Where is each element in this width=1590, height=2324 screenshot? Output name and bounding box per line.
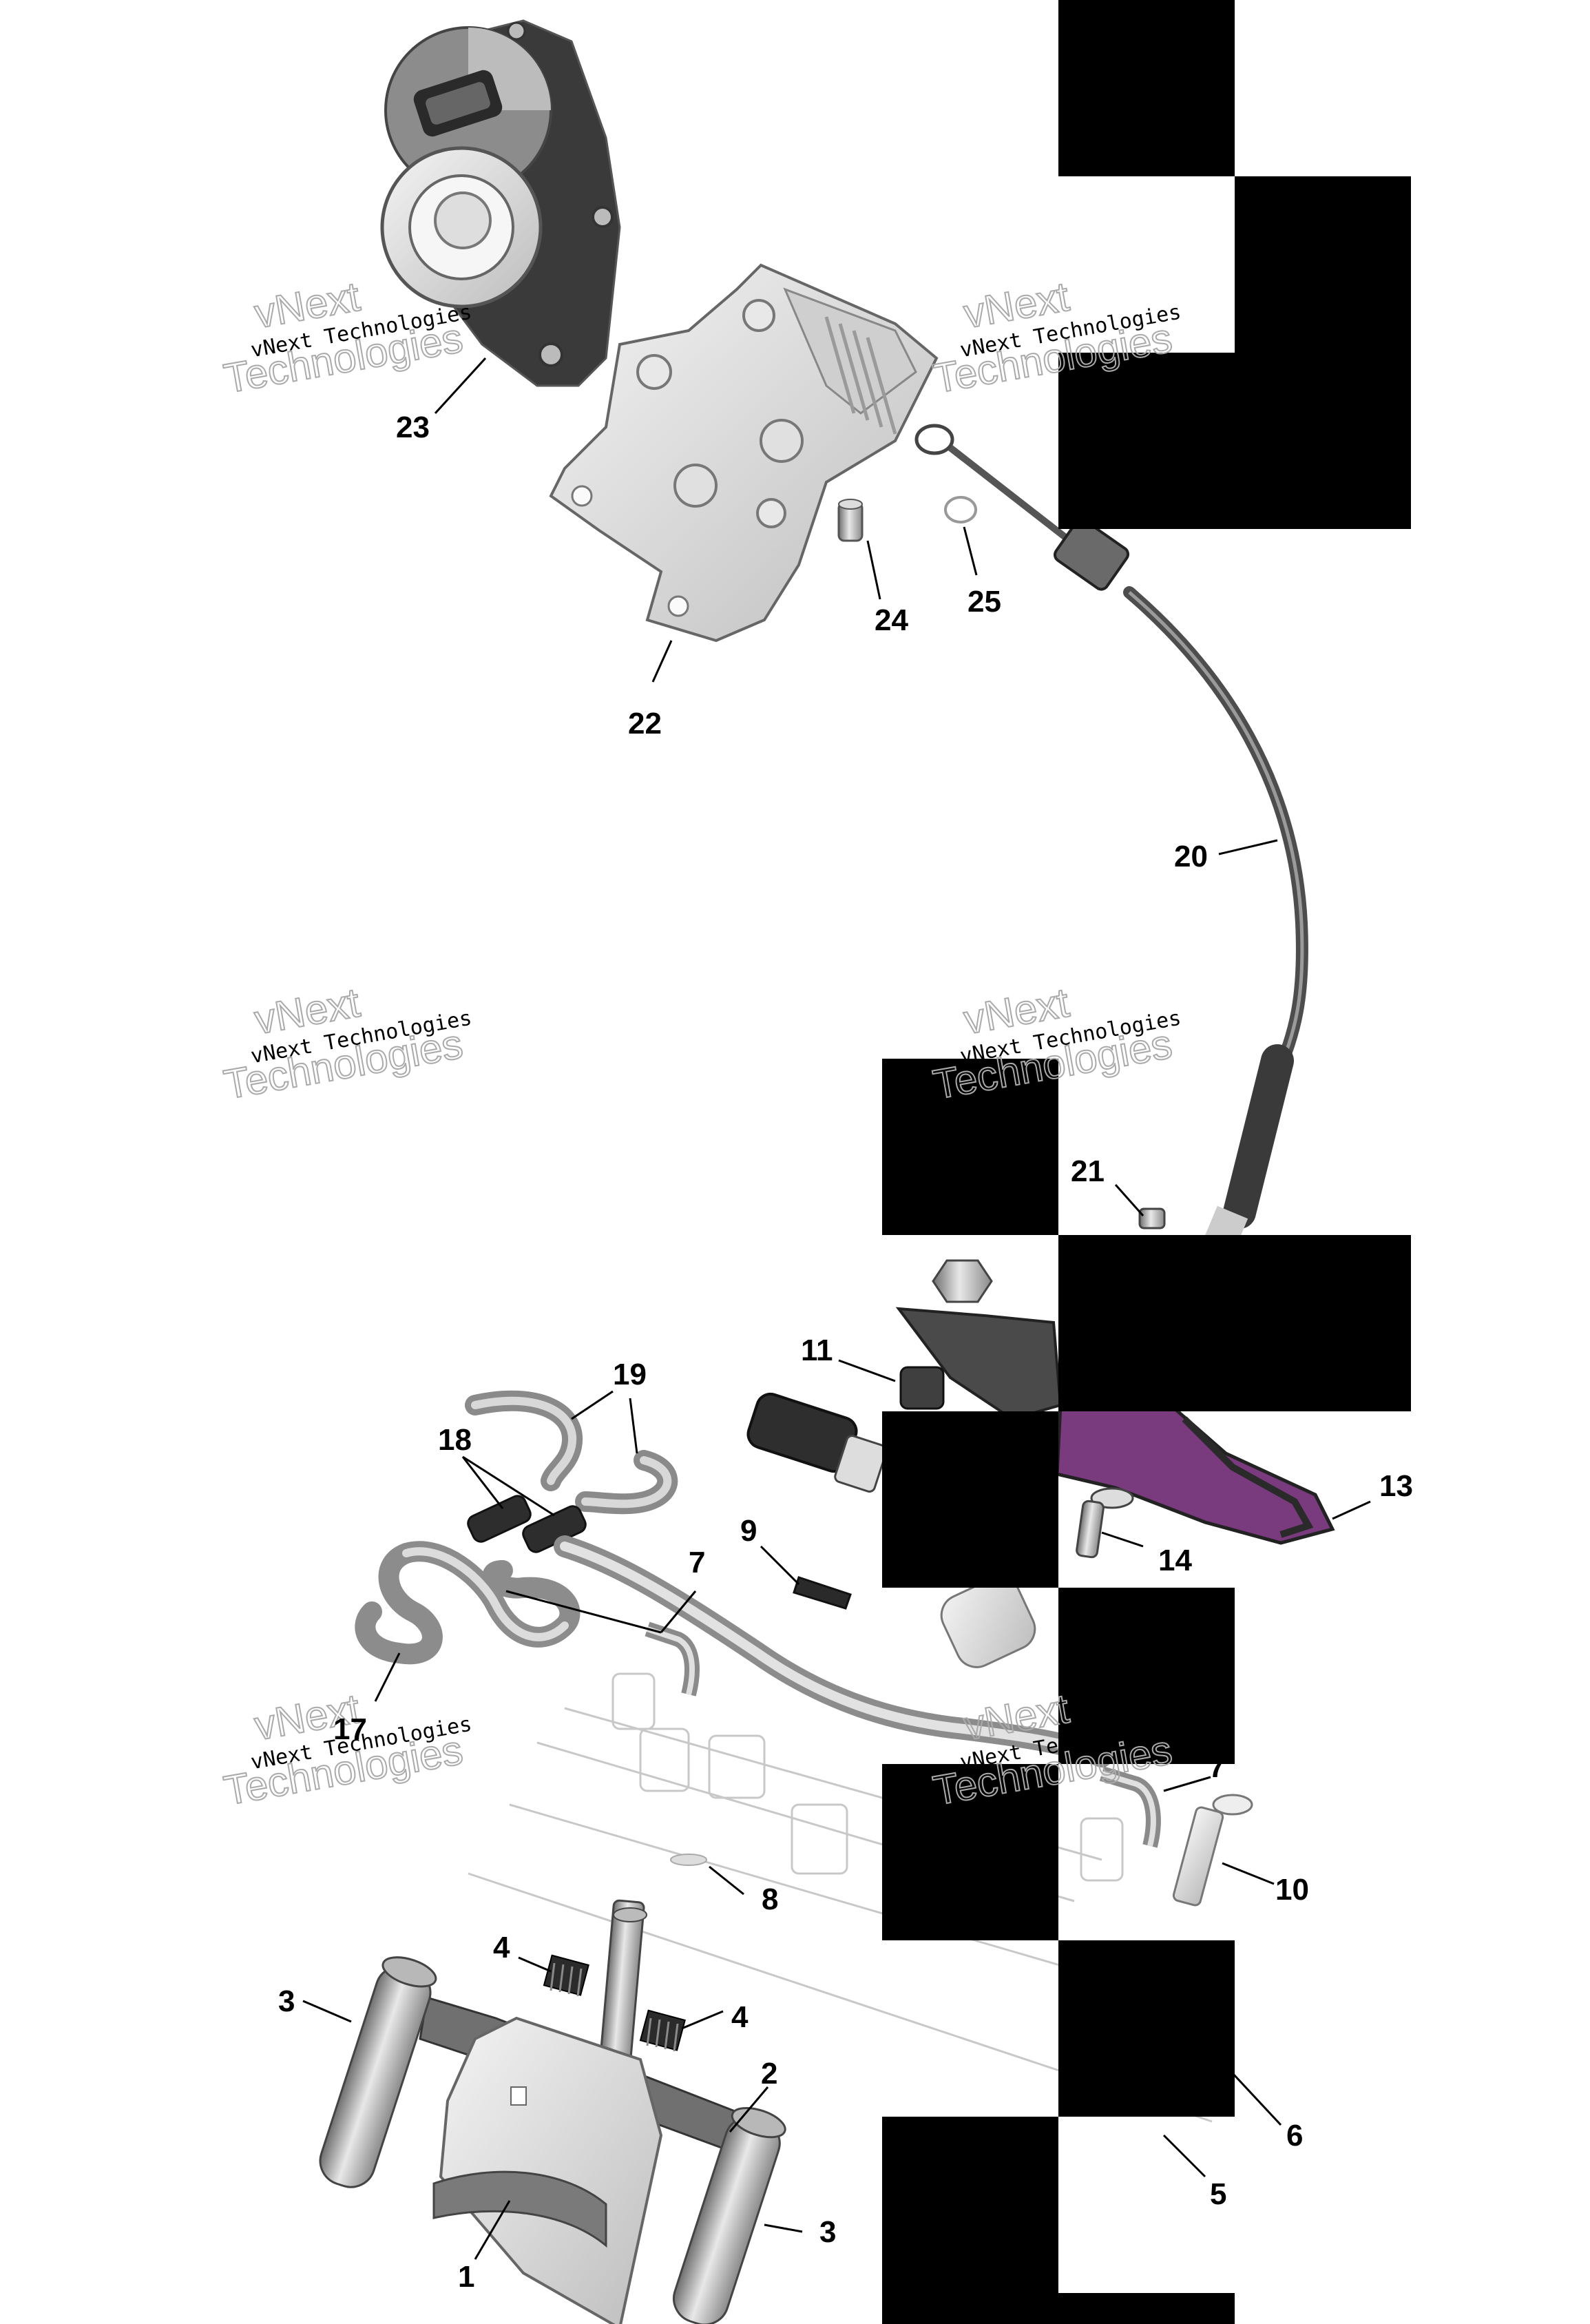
- check-valve-18a: [467, 1495, 532, 1543]
- callout-labels: 23 22 24 25 20 21 11 13 14 9 18 19 7 17 …: [278, 411, 1413, 2294]
- spring-4a: [543, 1954, 589, 1997]
- callout-1: 1: [458, 2260, 474, 2294]
- callout-21: 21: [1071, 1154, 1105, 1188]
- callout-25: 25: [967, 585, 1001, 619]
- callout-10: 10: [1275, 1873, 1309, 1907]
- hose-19b: [575, 1450, 678, 1515]
- callout-22: 22: [628, 707, 662, 740]
- callout-7-top: 7: [689, 1546, 705, 1579]
- callout-17: 17: [333, 1712, 367, 1746]
- callout-23: 23: [396, 411, 430, 444]
- callout-11: 11: [801, 1334, 833, 1367]
- nut: [932, 1259, 993, 1303]
- callout-9: 9: [740, 1514, 757, 1548]
- callout-19: 19: [613, 1358, 647, 1391]
- spring-4b: [639, 2009, 686, 2052]
- shim-9: [793, 1576, 852, 1610]
- callout-6: 6: [1286, 2119, 1303, 2152]
- callout-4-left: 4: [493, 1931, 510, 1964]
- callout-20: 20: [1174, 840, 1208, 873]
- bolt-10: [1172, 1794, 1253, 1907]
- elbow-fitting-7a: [645, 1621, 700, 1697]
- spacer-8: [670, 1854, 707, 1866]
- mounting-bracket: [549, 263, 939, 643]
- shift-lever-13: [1055, 1403, 1335, 1545]
- bolt-14: [1076, 1487, 1134, 1559]
- callout-13: 13: [1379, 1469, 1413, 1503]
- callout-14: 14: [1158, 1544, 1192, 1577]
- watermark-mid-right: vNext Technologies vNext Technologies: [929, 979, 1182, 1109]
- washer: [944, 496, 977, 523]
- main-hose: [554, 1535, 1113, 1767]
- stud: [837, 499, 864, 542]
- hose-19a: [465, 1390, 583, 1491]
- callout-3-right: 3: [819, 2215, 836, 2249]
- callout-7-right: 7: [1209, 1750, 1225, 1784]
- callout-8: 8: [762, 1882, 778, 1916]
- redaction-blocks: [882, 0, 1411, 2324]
- hose-17: [355, 1541, 580, 1665]
- callout-2: 2: [761, 2057, 777, 2090]
- elbow-fitting-7b: [1099, 1766, 1161, 1848]
- shift-fork-body-1: [432, 2016, 663, 2324]
- callout-18: 18: [438, 1423, 472, 1457]
- position-sensor: [746, 1392, 888, 1493]
- callout-4-right: 4: [731, 2000, 749, 2034]
- screw-21: [1138, 1207, 1166, 1230]
- roller-3a: [319, 1956, 437, 2188]
- actuator-motor: [380, 19, 621, 387]
- callout-24: 24: [875, 603, 908, 637]
- callout-3-left: 3: [278, 1984, 295, 2018]
- watermark-mid-left: vNext Technologies vNext Technologies: [220, 979, 473, 1109]
- roller-3b: [673, 2106, 786, 2324]
- callout-5: 5: [1210, 2177, 1226, 2211]
- leader-lines: [302, 357, 1371, 2260]
- cylinder-housing: [940, 1576, 1036, 1668]
- cap-nut-11: [899, 1366, 945, 1410]
